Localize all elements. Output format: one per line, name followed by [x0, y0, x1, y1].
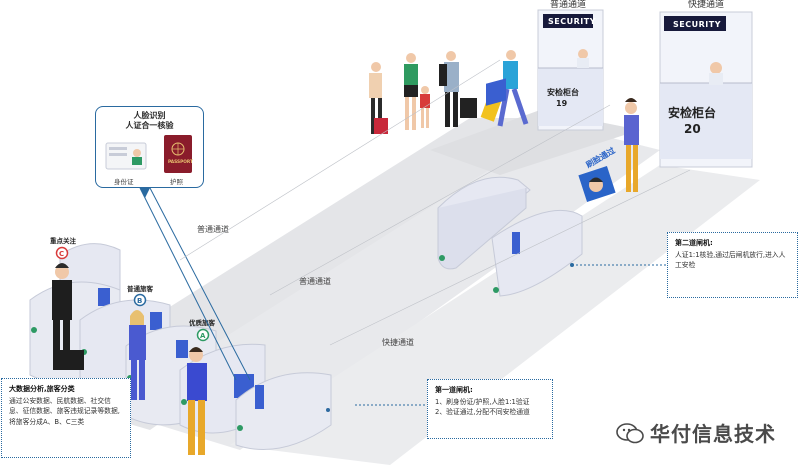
booth-20-sign-text: SECURITY [673, 20, 721, 29]
booth-19-title: 安检柜台 [547, 87, 579, 97]
decorative-lines [179, 59, 691, 346]
booth-20-number: 20 [684, 122, 701, 136]
callout-pointers [139, 187, 667, 406]
first-gate-line1: 1、刷身份证/护照,人脸1:1验证 [435, 397, 530, 406]
lane-label-2: 普通通道 [299, 276, 331, 286]
lane-label-3: 快捷通道 [382, 337, 414, 347]
tag-normal-label: 普通旅客 [127, 284, 154, 293]
first-gate-line2: 2、验证通过,分配不同安检通道 [435, 408, 530, 417]
wechat-icon [616, 422, 644, 443]
tag-key-focus: 重点关注 C [50, 236, 77, 260]
document-icons: PASSPORT [105, 135, 193, 173]
tag-key-focus-label: 重点关注 [50, 236, 77, 245]
passport-icon: PASSPORT [164, 135, 193, 173]
queue-travelers [369, 50, 529, 134]
tag-premium-label: 优质旅客 [189, 318, 216, 327]
lane-label-1: 普通通道 [197, 224, 229, 234]
first-gate-title: 第一道闸机: [435, 386, 473, 394]
id-card-label: 身份证 [114, 178, 134, 186]
tag-key-focus-letter: C [59, 250, 64, 258]
id-card-icon [105, 142, 147, 170]
second-gate-callout: 第二道闸机: 人证1:1核验,通过后闸机放行,进入人工安检 [667, 232, 798, 298]
security-booth-19: 普通通道 SECURITY 安检柜台 19 [537, 0, 604, 131]
booth-19-sign [543, 14, 593, 28]
face-card-title-line2: 人证合一核验 [125, 120, 174, 130]
bigdata-callout: 大数据分析,旅客分类 通过公安数据、民航数据、社交信息、征信数据、旅客违规记录等… [1, 378, 131, 458]
first-gate-callout: 第一道闸机: 1、刷身份证/护照,人脸1:1验证 2、验证通过,分配不同安检通道 [427, 379, 553, 439]
bigdata-text: 通过公安数据、民航数据、社交信息、征信数据、旅客违规记录等数据,将旅客分成A、B… [9, 396, 120, 426]
face-card-title-line1: 人脸识别 [133, 111, 166, 120]
tag-premium-letter: A [200, 332, 206, 340]
booth-19-number: 19 [556, 99, 568, 108]
booth-19-sign-text: SECURITY [548, 17, 596, 26]
first-gates [29, 243, 332, 450]
booth-20-title: 安检柜台 [668, 105, 716, 120]
passport-cover-text: PASSPORT [168, 159, 193, 165]
booth-19-lane-label: 普通通道 [550, 0, 586, 10]
watermark: 华付信息技术 [616, 418, 776, 447]
traveler-business-man [52, 263, 84, 370]
bigdata-title: 大数据分析,旅客分类 [9, 385, 75, 393]
face-recognition-card: 人脸识别 人证合一核验 PASSPORT 身份证 护照 [95, 106, 204, 188]
booth-20-sign [664, 16, 726, 31]
booth-20-lane-label: 快捷通道 [688, 0, 724, 10]
second-gate [437, 78, 583, 297]
security-booth-20: 快捷通道 SECURITY 安检柜台 20 [659, 0, 753, 168]
passport-label: 护照 [170, 178, 183, 186]
passenger-near-booth-20 [624, 98, 639, 192]
traveler-man-yellow [187, 347, 207, 455]
second-gate-title: 第二道闸机: [675, 239, 713, 247]
traveler-woman [129, 310, 146, 400]
second-gate-text: 人证1:1核验,通过后闸机放行,进入人工安检 [675, 250, 786, 270]
watermark-text: 华付信息技术 [650, 422, 776, 446]
tag-normal-letter: B [137, 297, 142, 305]
face-card-title: 人脸识别 人证合一核验 [96, 111, 203, 130]
tag-normal: 普通旅客 B [127, 284, 154, 307]
tag-premium: 优质旅客 A [189, 318, 216, 342]
